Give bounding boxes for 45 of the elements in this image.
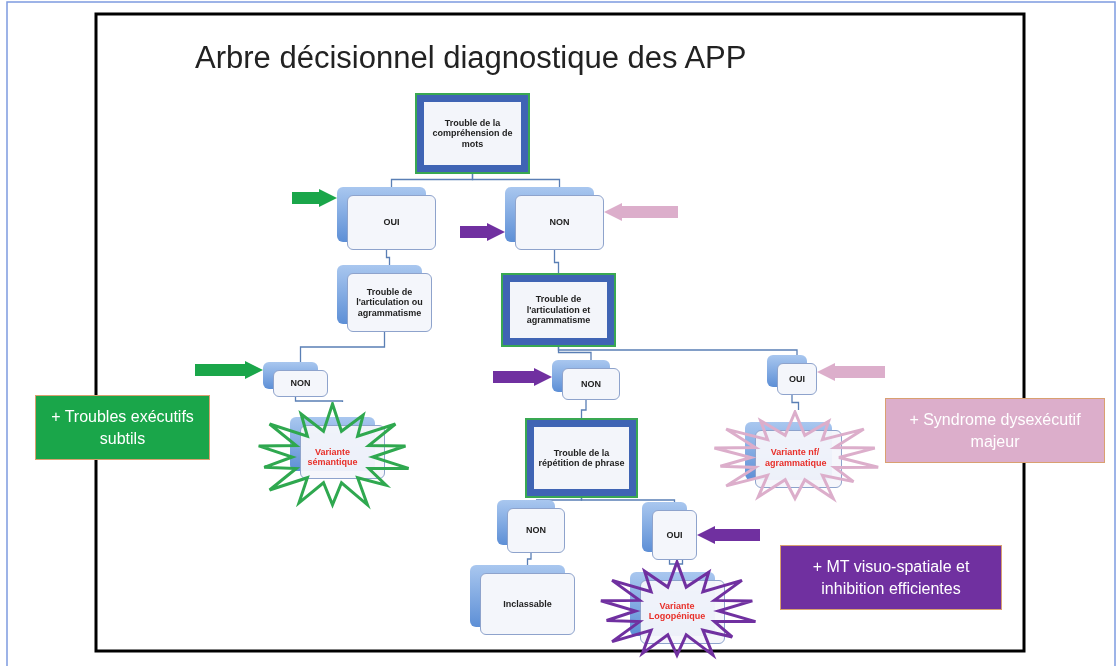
answer-box [767, 355, 817, 395]
answer-box [497, 500, 565, 553]
connector-line [557, 344, 798, 356]
answer-box [470, 565, 575, 635]
variant-text: Variante sémantique [306, 446, 359, 468]
box-text: Trouble de l'articulation ou agrammatisme [355, 287, 424, 318]
decision-box: Trouble de la compréhension de mots [417, 95, 528, 172]
connector-line [791, 394, 800, 411]
connector-line [526, 552, 532, 566]
block-arrow [292, 189, 337, 207]
box-text: NON [290, 378, 311, 389]
variant-text: Variante Logopénique [647, 600, 707, 622]
note-box: + Syndrome dysexécutif majeur [885, 398, 1105, 463]
decision-box: Trouble de la répétition de phrase [527, 420, 636, 496]
answer-box [552, 360, 620, 400]
box-text: NON [549, 217, 570, 228]
decision-box: Trouble de l'articulation et agrammatisme [503, 275, 614, 345]
box-text: OUI [789, 373, 805, 385]
answer-box [505, 187, 604, 250]
answer-box [337, 187, 436, 250]
connector-line [471, 171, 561, 188]
box-text: NON [581, 378, 601, 390]
block-arrow [817, 363, 885, 381]
connector-line [580, 399, 587, 421]
connector-line [668, 559, 684, 565]
connector-line [294, 396, 344, 403]
box-text: Inclassable [503, 598, 552, 610]
block-arrow [697, 526, 760, 544]
block-arrow [195, 361, 263, 379]
answer-box [642, 502, 697, 560]
box-text: OUI [666, 529, 683, 541]
connector-line [553, 249, 560, 276]
block-arrow [460, 223, 505, 241]
block-arrow [493, 368, 552, 386]
variant-text: Variante nf/ agrammatique [765, 447, 825, 468]
block-arrow [604, 203, 678, 221]
answer-box [337, 265, 432, 332]
title: Arbre décisionnel diagnostique des APP [195, 40, 747, 76]
note-box: + MT visuo-spatiale et inhibition efficientes [780, 545, 1002, 610]
box-text: OUI [383, 217, 400, 228]
answer-box [263, 362, 328, 397]
connector-line [299, 331, 386, 363]
connector-line [580, 495, 676, 503]
box-text: NON [526, 525, 546, 536]
note-box: + Troubles exécutifs subtils [35, 395, 210, 460]
